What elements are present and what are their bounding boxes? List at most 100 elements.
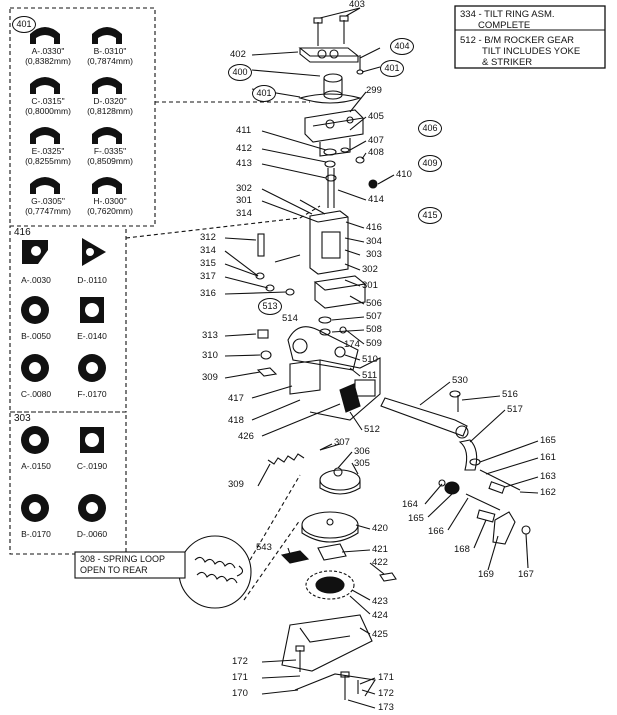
callout-circled-513: 513: [258, 298, 282, 315]
part-label-303: 303: [366, 249, 382, 260]
callout-circled-404: 404: [390, 38, 414, 55]
kit-416-item-b: B-.0050: [21, 331, 51, 341]
info-box: 334 - TILT RING ASM. COMPLETE 512 - B/M …: [460, 9, 580, 68]
part-label-425: 425: [372, 629, 388, 640]
part-label-299: 299: [366, 85, 382, 96]
part-label-306: 306: [354, 446, 370, 457]
kit-401-item-h: H-.0300"(0,7620mm): [87, 196, 133, 216]
info-line-2: COMPLETE: [478, 20, 531, 31]
spring-note: 308 - SPRING LOOP OPEN TO REAR: [80, 554, 165, 576]
part-label-301-a: 301: [236, 195, 252, 206]
part-label-168: 168: [454, 544, 470, 555]
part-label-162: 162: [540, 487, 556, 498]
kit-401-item-e: E-.0325"(0,8255mm): [25, 146, 71, 166]
kit-303-item-d: D-.0060: [76, 529, 108, 539]
kit-401-item-g: G-.0305"(0,7747mm): [25, 196, 71, 216]
kit-303-shims: [21, 426, 106, 522]
part-label-423: 423: [372, 596, 388, 607]
part-label-171-b: 171: [378, 672, 394, 683]
part-label-426: 426: [238, 431, 254, 442]
part-label-170: 170: [232, 688, 248, 699]
part-label-414: 414: [368, 194, 384, 205]
part-label-302-a: 302: [236, 183, 252, 194]
part-label-163: 163: [540, 471, 556, 482]
part-label-304: 304: [366, 236, 382, 247]
part-label-315: 315: [200, 258, 216, 269]
kit-401-item-b: B-.0310"(0,7874mm): [87, 46, 133, 66]
callout-circled-401-b: 401: [380, 60, 404, 77]
part-label-167: 167: [518, 569, 534, 580]
part-label-310: 310: [202, 350, 218, 361]
part-label-407: 407: [368, 135, 384, 146]
part-label-172-b: 172: [378, 688, 394, 699]
part-label-543: 543: [256, 542, 272, 553]
kit-401-item-a: A-.0330"(0,8382mm): [25, 46, 71, 66]
info-line-4: TILT INCLUDES YOKE: [482, 46, 581, 57]
part-label-511: 511: [362, 370, 378, 381]
part-label-517: 517: [507, 404, 523, 415]
info-box-frame: [454, 5, 606, 69]
part-label-165-a: 165: [540, 435, 556, 446]
part-label-420: 420: [372, 523, 388, 534]
kit-303-tag: 303: [14, 413, 31, 424]
callout-circled-415: 415: [418, 207, 442, 224]
part-label-307: 307: [334, 437, 350, 448]
kit-416-item-f: F-.0170: [77, 389, 107, 399]
kit-416-item-e: E-.0140: [77, 331, 107, 341]
part-label-316: 316: [200, 288, 216, 299]
part-label-171-a: 171: [232, 672, 248, 683]
spring-note-line-2: OPEN TO REAR: [80, 565, 148, 575]
kit-303-frame: [9, 411, 127, 555]
part-label-173: 173: [378, 702, 394, 713]
callout-circled-401-a: 401: [252, 85, 276, 102]
part-label-309-a: 309: [202, 372, 218, 383]
kit-303-item-b: B-.0170: [21, 529, 51, 539]
kit-303-item-c: C-.0190: [76, 461, 108, 471]
part-label-418: 418: [228, 415, 244, 426]
part-label-424: 424: [372, 610, 388, 621]
part-label-510: 510: [362, 354, 378, 365]
part-label-305: 305: [354, 458, 370, 469]
kit-303-item-a: A-.0150: [21, 461, 51, 471]
callout-circled-400: 400: [228, 64, 252, 81]
part-label-317: 317: [200, 271, 216, 282]
part-label-412: 412: [236, 143, 252, 154]
kit-416-item-d: D-.0110: [77, 275, 107, 285]
info-line-5: & STRIKER: [482, 57, 533, 68]
part-label-514: 514: [282, 313, 298, 324]
info-line-3: 512 - B/M ROCKER GEAR: [460, 35, 575, 46]
part-label-411: 411: [236, 125, 252, 136]
part-label-422: 422: [372, 557, 388, 568]
kit-401-tag: 401: [12, 16, 36, 33]
part-label-174: 174: [344, 339, 360, 350]
part-label-508: 508: [366, 324, 382, 335]
kit-416-item-c: C-.0080: [20, 389, 52, 399]
kit-416-shims: [21, 238, 106, 382]
kit-401-shims: [30, 27, 122, 194]
part-label-413: 413: [236, 158, 252, 169]
part-label-408: 408: [368, 147, 384, 158]
callout-circled-406: 406: [418, 120, 442, 137]
part-label-516: 516: [502, 389, 518, 400]
kit-416-tag: 416: [14, 227, 31, 238]
info-line-1: 334 - TILT RING ASM.: [460, 9, 555, 20]
part-label-301-b: 301: [362, 280, 378, 291]
part-label-512: 512: [364, 424, 380, 435]
part-label-507: 507: [366, 311, 382, 322]
part-label-166: 166: [428, 526, 444, 537]
part-label-506: 506: [366, 298, 382, 309]
spring-note-line-1: 308 - SPRING LOOP: [80, 554, 166, 564]
part-label-402: 402: [230, 49, 246, 60]
part-label-405: 405: [368, 111, 384, 122]
part-label-314-b: 314: [200, 245, 216, 256]
part-label-302-b: 302: [362, 264, 378, 275]
part-label-313: 313: [202, 330, 218, 341]
part-label-309-b: 309: [228, 479, 244, 490]
part-label-403: 403: [349, 0, 365, 10]
part-label-164: 164: [402, 499, 418, 510]
kit-401-item-c: C-.0315"(0,8000mm): [25, 96, 71, 116]
part-label-416: 416: [366, 222, 382, 233]
part-label-165-b: 165: [408, 513, 424, 524]
